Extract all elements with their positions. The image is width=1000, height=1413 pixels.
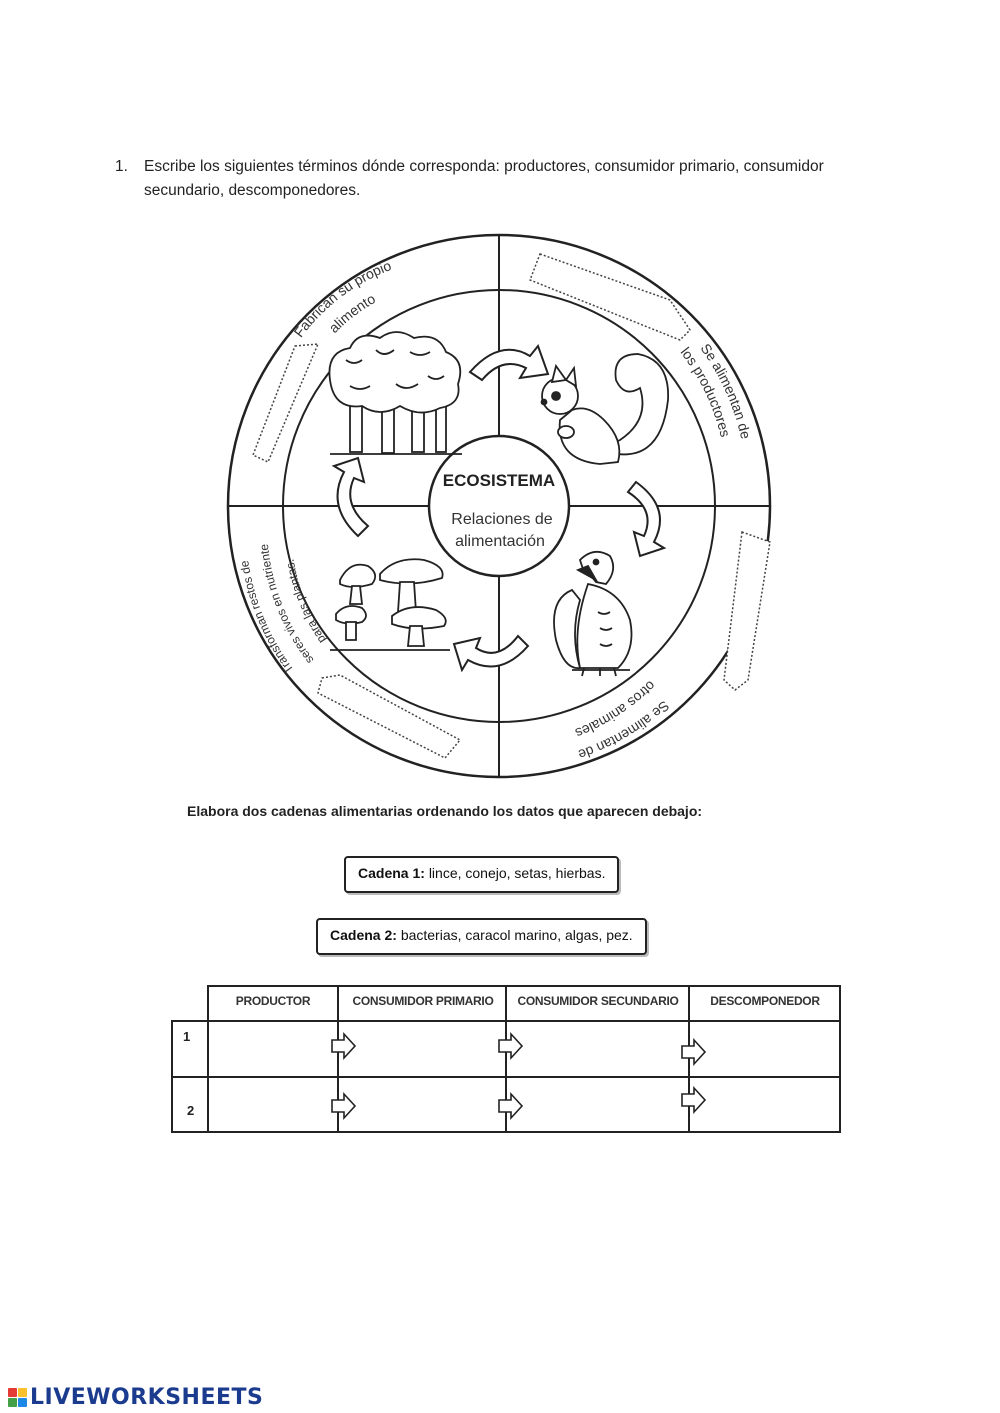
table-header-consumidor-primario: CONSUMIDOR PRIMARIO (340, 994, 506, 1008)
table-header-productor: PRODUCTOR (208, 994, 338, 1008)
table-arrow-icon (499, 1034, 522, 1058)
chain-2-box: Cadena 2: bacterias, caracol marino, alg… (316, 918, 647, 955)
chain-instruction: Elabora dos cadenas alimentarias ordenan… (187, 803, 702, 819)
table-arrow-icon (332, 1094, 355, 1118)
chain-2-label: Cadena 2: (330, 927, 397, 943)
table-arrow-icon (682, 1088, 705, 1112)
table-cell-2-consumidor-secundario[interactable] (525, 1079, 681, 1130)
liveworksheets-logo[interactable]: LIVEWORKSHEETS (8, 1383, 263, 1411)
table-header-consumidor-secundario: CONSUMIDOR SECUNDARIO (507, 994, 689, 1008)
table-cell-2-consumidor-primario[interactable] (358, 1079, 498, 1130)
ecosystem-diagram: ECOSISTEMA Relaciones de alimentación Fa… (0, 0, 1000, 800)
table-arrow-icon (682, 1040, 705, 1064)
table-header-descomponedor: DESCOMPONEDOR (690, 994, 840, 1008)
center-title: ECOSISTEMA (443, 471, 555, 490)
table-cell-1-consumidor-secundario[interactable] (525, 1023, 681, 1075)
table-row-label-2: 2 (187, 1103, 194, 1118)
sector-label-bottom-left-2: seres vivos en nutrientes (0, 0, 316, 667)
table-cell-1-descomponedor[interactable] (708, 1023, 838, 1075)
chain-1-box: Cadena 1: lince, conejo, setas, hierbas. (344, 856, 619, 893)
logo-mark-icon (8, 1388, 27, 1407)
chain-2-items: bacterias, caracol marino, algas, pez. (401, 927, 633, 943)
table-cell-1-productor[interactable] (210, 1023, 330, 1075)
logo-text: LIVEWORKSHEETS (30, 1385, 263, 1410)
chain-1-label: Cadena 1: (358, 865, 425, 881)
center-subtitle-line2: alimentación (455, 533, 545, 550)
center-subtitle-line1: Relaciones de (451, 511, 553, 528)
table-cell-2-descomponedor[interactable] (708, 1079, 838, 1130)
table-cell-2-productor[interactable] (210, 1079, 330, 1130)
table-cell-1-consumidor-primario[interactable] (358, 1023, 498, 1075)
chain-1-items: lince, conejo, setas, hierbas. (429, 865, 606, 881)
table-row-label-1: 1 (183, 1029, 190, 1044)
table-arrow-icon (332, 1034, 355, 1058)
table-arrow-icon (499, 1094, 522, 1118)
